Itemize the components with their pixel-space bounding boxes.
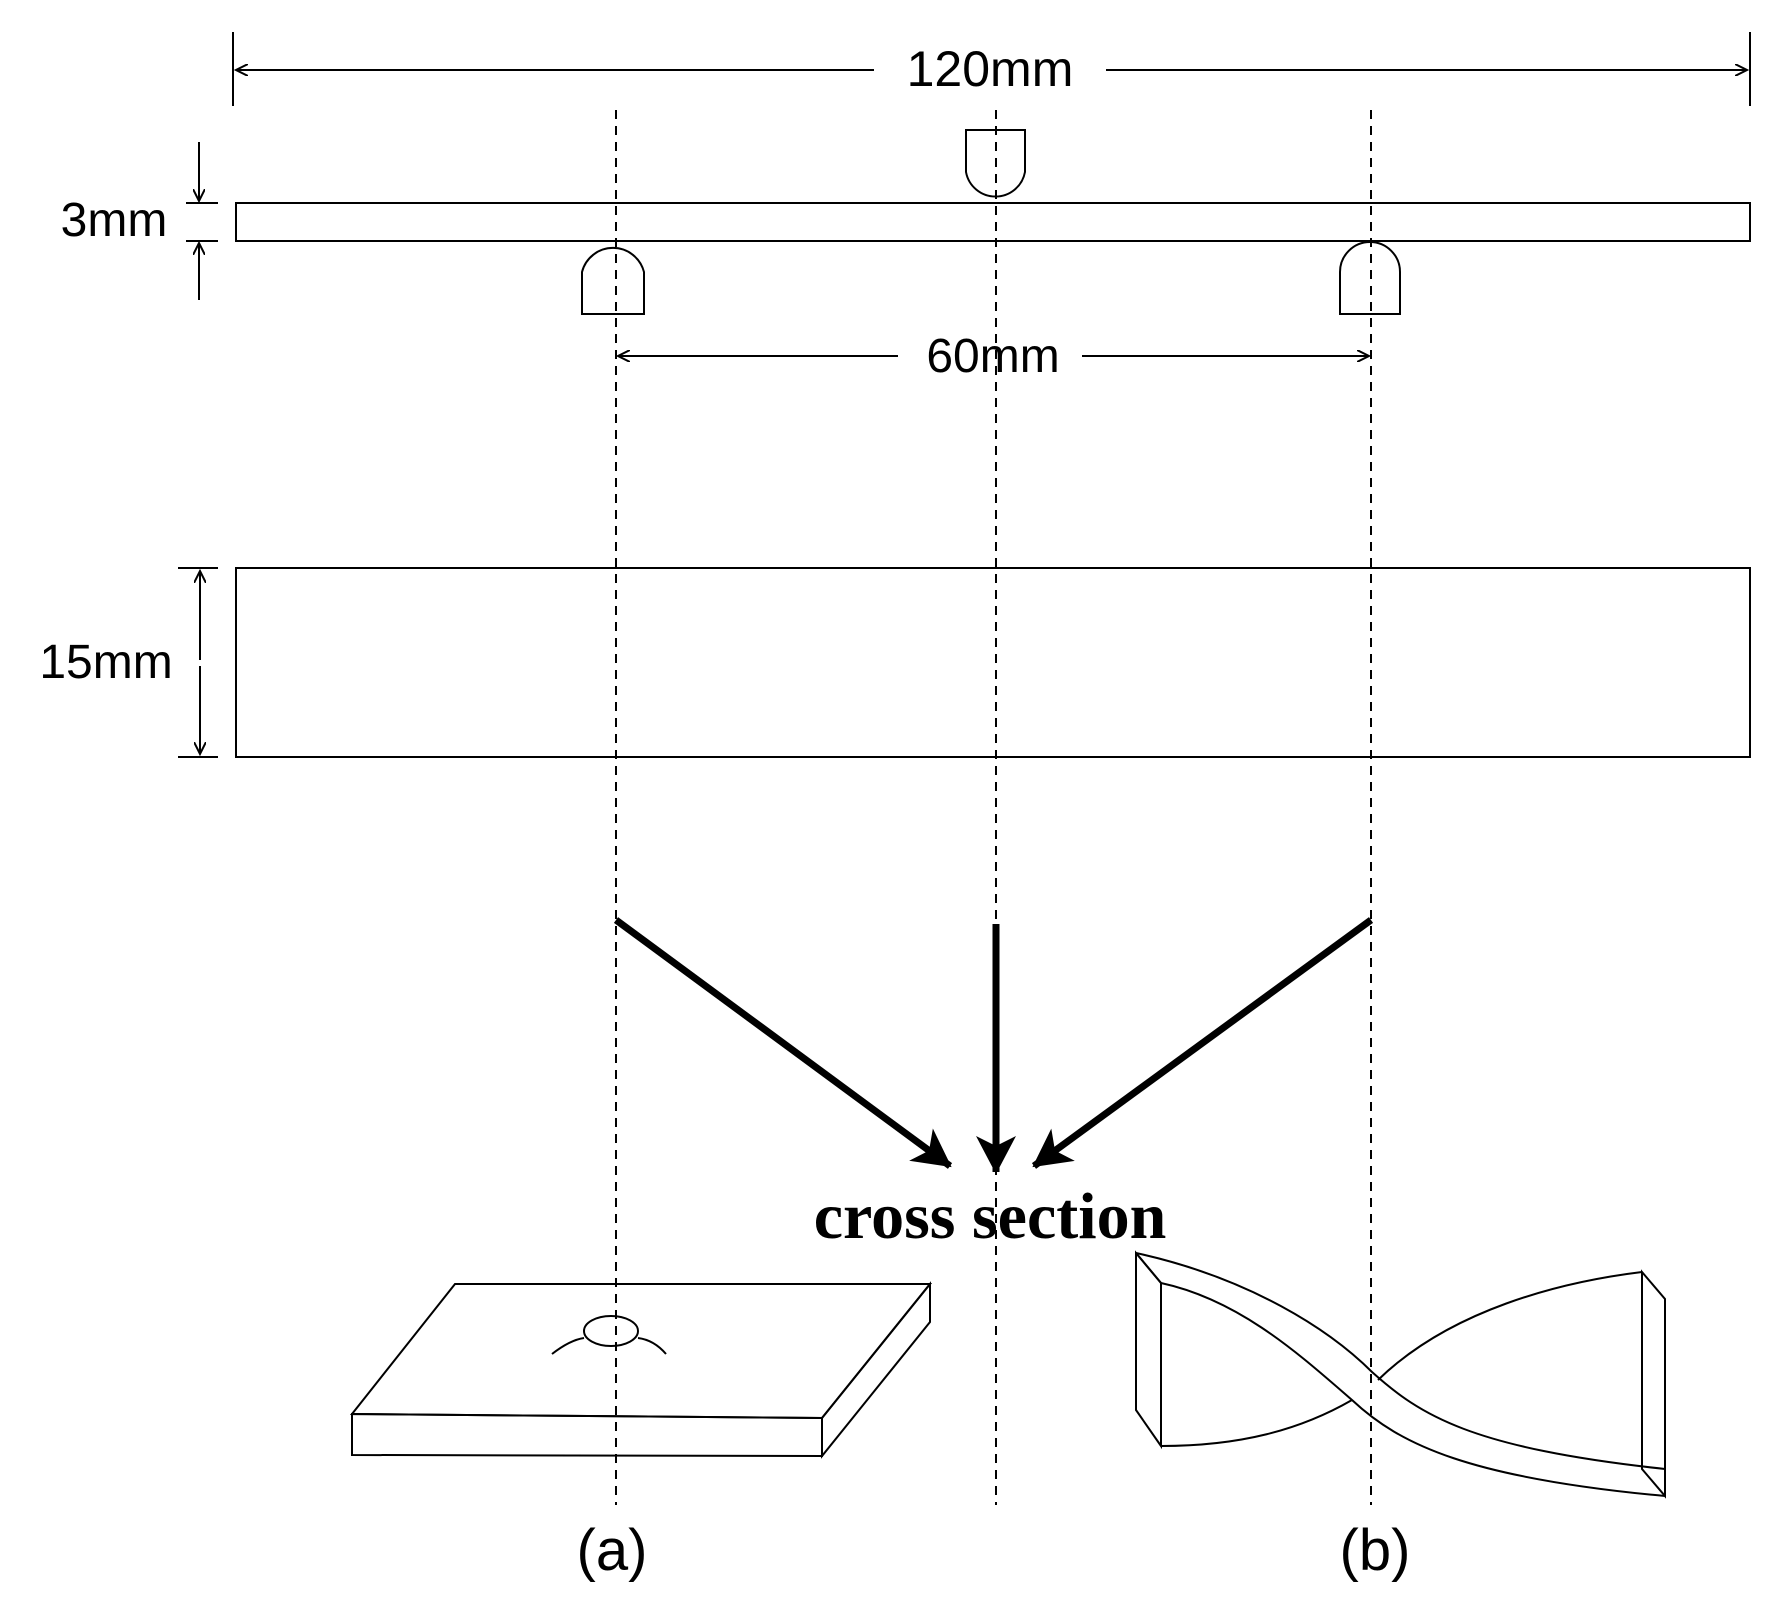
twist-band-lower <box>1160 1282 1666 1497</box>
beam-side-view <box>235 202 1751 242</box>
twist-left-end <box>1135 1250 1162 1450</box>
indentation-ring <box>583 1315 639 1347</box>
left-support <box>581 246 645 315</box>
loading-nose <box>965 129 1026 198</box>
panel-label-b: (b) <box>1340 1518 1411 1583</box>
indentation-bulge <box>551 1337 667 1355</box>
specimen-a-front-face <box>351 1412 823 1458</box>
twist-bottom-curve <box>1160 1399 1353 1447</box>
right-bold-arrow <box>1031 917 1374 1169</box>
support-span-label: 60mm <box>926 330 1059 383</box>
width-dimension: 15mm <box>39 567 218 758</box>
specimen-a-top-face <box>349 1283 933 1420</box>
thickness-dimension: 3mm <box>61 142 218 300</box>
twist-top-curve <box>1377 1271 1643 1381</box>
overall-length-dimension: 120mm <box>232 32 1751 106</box>
panel-label-a: (a) <box>577 1518 648 1583</box>
twist-left-top-edge <box>1135 1252 1162 1284</box>
dashed-guide-lines <box>615 110 1372 1505</box>
twist-right-end <box>1641 1269 1666 1499</box>
left-bold-arrow <box>613 917 953 1169</box>
converging-arrows <box>613 917 1374 1174</box>
thickness-label: 3mm <box>61 194 168 247</box>
beam-top-view <box>235 567 1751 758</box>
specimen-a-side-face <box>821 1281 931 1459</box>
width-label: 15mm <box>39 636 172 689</box>
cross-section-caption: cross section <box>814 1180 1167 1253</box>
overall-length-label: 120mm <box>907 41 1074 97</box>
right-support <box>1339 241 1401 315</box>
support-span-dimension: 60mm <box>618 330 1369 383</box>
specimen-b-illustration <box>1135 1250 1666 1499</box>
twist-band-upper <box>1135 1252 1666 1470</box>
specimen-a-illustration <box>349 1281 933 1459</box>
